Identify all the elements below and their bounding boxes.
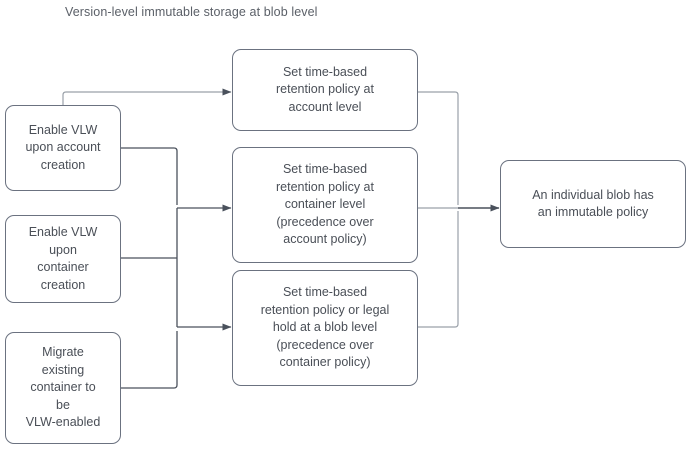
node-label: Set time-based retention policy at accou… bbox=[276, 64, 374, 114]
node-individual-blob-immutable[interactable]: An individual blob has an immutable poli… bbox=[500, 160, 686, 248]
node-label: Set time-based retention policy or legal… bbox=[260, 285, 390, 370]
node-retention-account-level[interactable]: Set time-based retention policy at accou… bbox=[232, 49, 418, 131]
node-label: An individual blob has an immutable poli… bbox=[532, 187, 654, 220]
edge-account-policy-to-right-trunk bbox=[418, 91, 459, 205]
node-retention-container-level[interactable]: Set time-based retention policy at conta… bbox=[232, 147, 418, 263]
node-retention-blob-level[interactable]: Set time-based retention policy or legal… bbox=[232, 270, 418, 386]
node-migrate-existing-container[interactable]: Migrate existing container to be VLW-ena… bbox=[5, 332, 121, 444]
node-enable-vlw-account[interactable]: Enable VLW upon account creation bbox=[5, 105, 121, 191]
edge-account-to-account-policy bbox=[62, 88, 232, 105]
diagram-title: Version-level immutable storage at blob … bbox=[65, 5, 318, 19]
edge-account-to-trunk bbox=[121, 147, 178, 205]
node-label: Enable VLW upon container creation bbox=[28, 225, 98, 292]
edge-blob-policy-to-right-trunk bbox=[418, 211, 459, 328]
node-label: Migrate existing container to be VLW-ena… bbox=[25, 345, 101, 430]
node-label: Enable VLW upon account creation bbox=[25, 122, 101, 172]
edge-migrate-to-trunk bbox=[121, 331, 178, 389]
node-label: Set time-based retention policy at conta… bbox=[276, 162, 374, 247]
node-enable-vlw-container[interactable]: Enable VLW upon container creation bbox=[5, 215, 121, 303]
